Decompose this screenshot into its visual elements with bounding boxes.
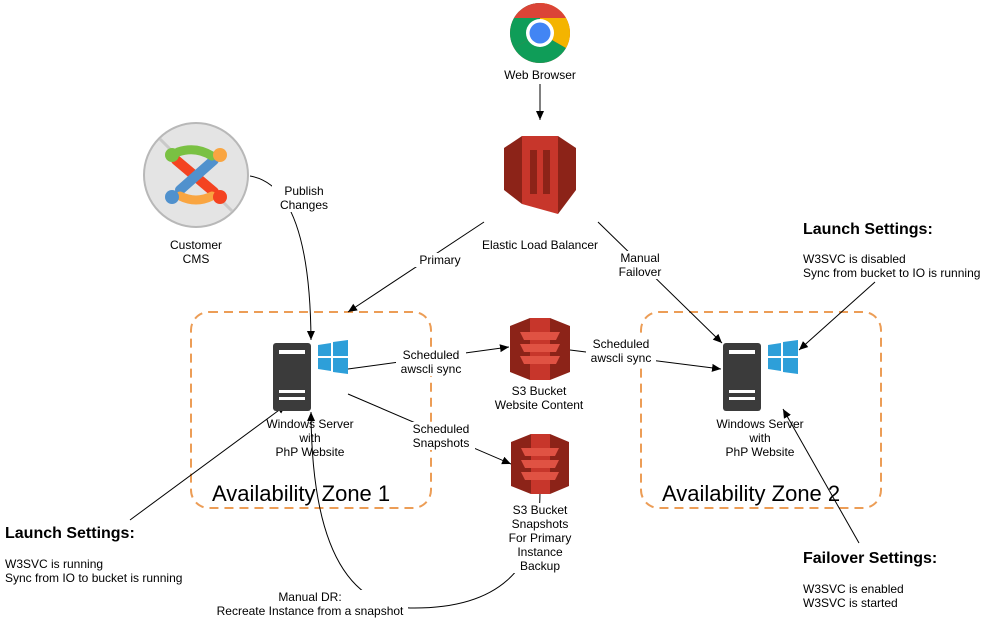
edge-launch-right <box>798 281 876 351</box>
chrome-icon <box>509 2 571 64</box>
s3-bucket-content-icon <box>510 318 570 380</box>
availability-zone-2-box <box>640 311 882 509</box>
failover-settings-title: Failover Settings: <box>803 550 938 567</box>
elastic-load-balancer-icon <box>504 136 576 214</box>
launch-settings-left-title: Launch Settings: <box>5 525 135 542</box>
server-1-icon <box>273 343 311 411</box>
windows-logo-icon-1 <box>318 340 348 374</box>
elb-label: Elastic Load Balancer <box>470 238 610 252</box>
availability-zone-1-box <box>190 311 432 509</box>
server-2-icon <box>723 343 761 411</box>
edge-publish-changes <box>249 175 315 341</box>
availability-zone-2-title: Availability Zone 2 <box>662 481 841 506</box>
web-browser-label: Web Browser <box>480 68 600 82</box>
edge-manual-failover <box>597 221 723 344</box>
edge-failover-settings <box>782 408 860 544</box>
launch-settings-right-title: Launch Settings: <box>803 221 933 238</box>
cms-joomla-icon <box>143 122 249 228</box>
edge-launch-left <box>129 404 287 521</box>
availability-zone-1-title: Availability Zone 1 <box>212 481 391 506</box>
manual-dr-label: Manual DR:Recreate Instance from a snaps… <box>212 590 408 618</box>
primary-edge-label: Primary <box>413 253 467 267</box>
edge-primary <box>347 221 485 313</box>
s3-bucket-snapshots-icon <box>511 434 569 494</box>
windows-logo-icon-2 <box>768 340 798 374</box>
